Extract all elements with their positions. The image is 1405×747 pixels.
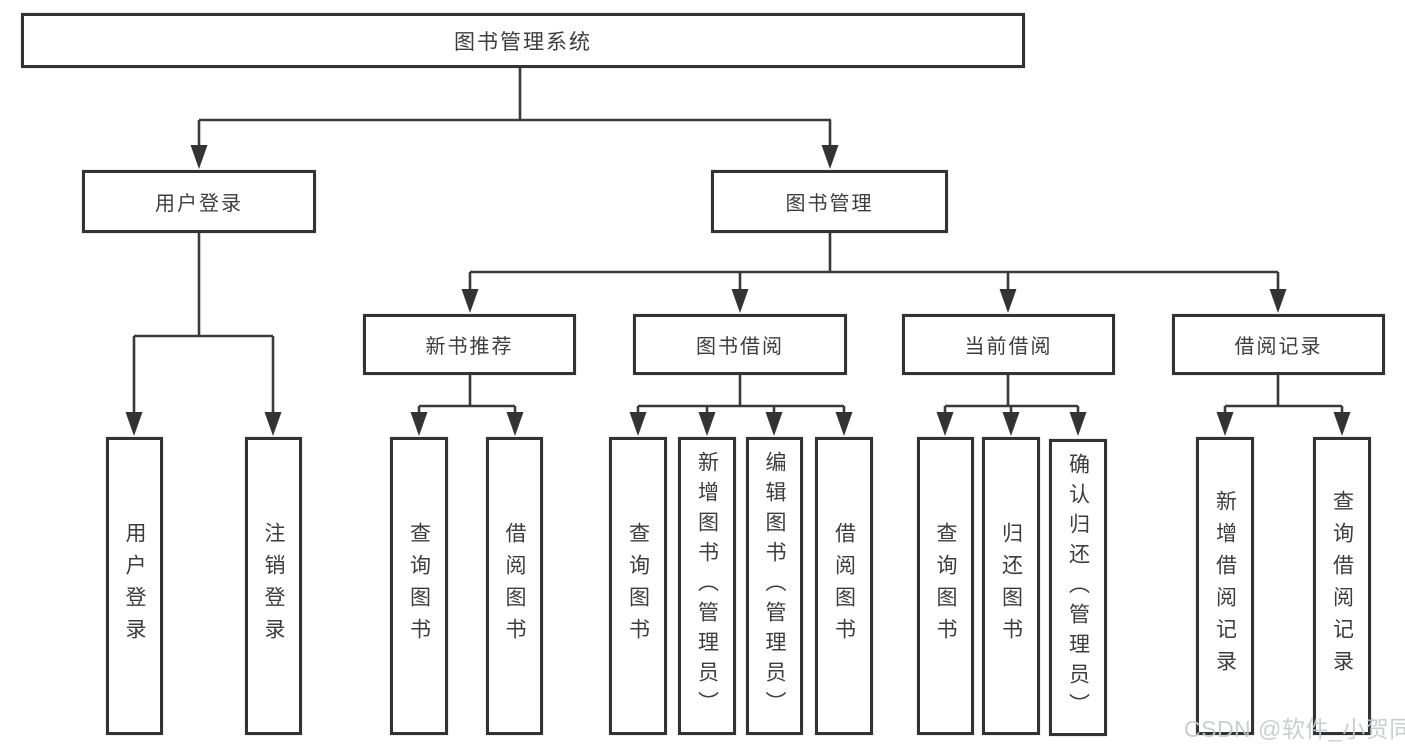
leaf-confirm-return-admin: 确认归还（管理员） bbox=[1049, 439, 1107, 736]
node-new-book-recommend: 新书推荐 bbox=[363, 314, 576, 375]
leaf-borrow-books: 借阅图书 bbox=[815, 437, 873, 735]
leaf-logout: 注销登录 bbox=[245, 437, 302, 735]
node-current-borrow: 当前借阅 bbox=[902, 314, 1115, 375]
node-label: 查询图书 bbox=[407, 522, 431, 650]
leaf-query-books-borrow: 查询图书 bbox=[609, 437, 667, 735]
connector-current-to-leaves bbox=[936, 375, 1087, 436]
node-book-management: 图书管理 bbox=[711, 170, 948, 233]
node-label: 图书借阅 bbox=[696, 336, 784, 358]
node-label: 新增借阅记录 bbox=[1213, 490, 1237, 682]
leaf-add-borrow-record: 新增借阅记录 bbox=[1196, 437, 1254, 735]
node-user-login: 用户登录 bbox=[82, 170, 316, 233]
node-borrow-records: 借阅记录 bbox=[1172, 314, 1385, 375]
node-label: 查询图书 bbox=[626, 522, 650, 650]
leaf-user-login: 用户登录 bbox=[106, 437, 163, 735]
connector-records-to-leaves bbox=[1216, 375, 1351, 436]
leaf-return-book: 归还图书 bbox=[982, 437, 1040, 735]
node-root-system: 图书管理系统 bbox=[21, 13, 1025, 68]
node-label: 归还图书 bbox=[999, 522, 1023, 650]
leaf-edit-book-admin: 编辑图书（管理员） bbox=[746, 437, 803, 735]
node-label: 查询借阅记录 bbox=[1330, 490, 1354, 682]
csdn-watermark: CSDN @软件_小贺同学 bbox=[1184, 716, 1405, 742]
node-label: 借阅图书 bbox=[503, 522, 526, 650]
connector-bookmgmt-to-level3 bbox=[461, 233, 1287, 313]
leaf-query-books-recommend: 查询图书 bbox=[390, 437, 448, 735]
node-label: 当前借阅 bbox=[964, 336, 1053, 358]
connector-borrow-to-leaves bbox=[629, 375, 853, 436]
leaf-borrow-books-recommend: 借阅图书 bbox=[486, 437, 543, 735]
node-book-borrow: 图书借阅 bbox=[633, 314, 847, 375]
node-label: 注销登录 bbox=[262, 522, 285, 650]
node-label: 用户登录 bbox=[155, 193, 243, 215]
node-label: 确认归还（管理员） bbox=[1066, 452, 1090, 723]
leaf-query-books-current: 查询图书 bbox=[917, 437, 974, 735]
node-label: 图书管理 bbox=[785, 193, 874, 215]
connector-newbooks-to-leaves bbox=[410, 375, 524, 436]
connector-userlogin-to-leaves bbox=[125, 233, 282, 436]
node-label: 编辑图书（管理员） bbox=[763, 451, 786, 721]
node-label: 用户登录 bbox=[123, 522, 146, 650]
leaf-query-borrow-record: 查询借阅记录 bbox=[1313, 437, 1371, 735]
node-label: 借阅记录 bbox=[1234, 336, 1323, 358]
connector-root-to-level2 bbox=[190, 68, 839, 169]
node-label: 新书推荐 bbox=[425, 336, 514, 358]
leaf-add-book-admin: 新增图书（管理员） bbox=[678, 437, 736, 735]
node-label: 图书管理系统 bbox=[454, 30, 592, 54]
node-label: 查询图书 bbox=[934, 522, 957, 650]
node-label: 新增图书（管理员） bbox=[695, 451, 719, 721]
node-label: 借阅图书 bbox=[832, 522, 856, 650]
